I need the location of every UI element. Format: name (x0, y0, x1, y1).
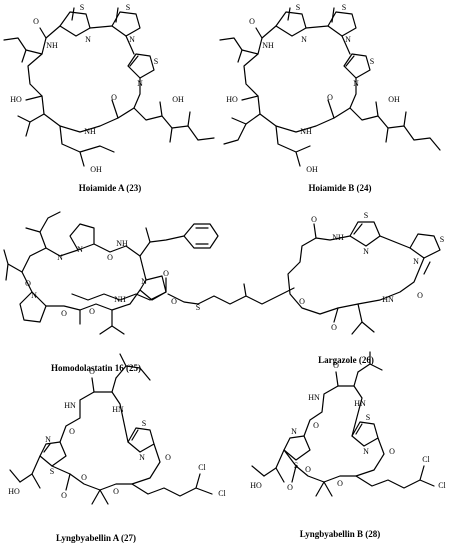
atom-o: O (113, 487, 119, 496)
structure-hoiamide-a (3, 7, 215, 167)
structure-lyngbyabellin-b (251, 351, 435, 497)
atom-n: N (129, 35, 135, 44)
structure-lyngbyabellin-a (9, 353, 213, 505)
atom-nh: NH (116, 239, 128, 248)
atom-nh: NH (84, 127, 96, 136)
atom-s: S (50, 467, 54, 476)
atom-o: O (33, 17, 39, 26)
atom-o: O (107, 253, 113, 262)
atom-nh: NH (332, 233, 344, 242)
atom-cl: Cl (198, 463, 206, 472)
atom-o: O (249, 17, 255, 26)
caption-hoiamide-b: Hoiamide B (24) (309, 183, 372, 193)
atom-n: N (137, 79, 143, 88)
atom-n: N (77, 245, 83, 254)
atom-o: O (69, 427, 75, 436)
atom-n: N (345, 35, 351, 44)
atom-hn: HN (64, 401, 76, 410)
atom-s: S (370, 57, 374, 66)
atom-cl: Cl (438, 481, 446, 490)
caption-homodolastatin-16: Homodolastatin 16 (25) (51, 363, 141, 373)
atom-o: O (61, 309, 67, 318)
atom-o: O (417, 291, 423, 300)
atom-n: N (57, 253, 63, 262)
atom-o: O (299, 297, 305, 306)
atom-o: O (389, 447, 395, 456)
atom-n: N (85, 35, 91, 44)
atom-s: S (196, 303, 200, 312)
atom-nh: NH (46, 41, 58, 50)
structure-homodolastatin-16 (3, 211, 219, 335)
atom-o: O (81, 473, 87, 482)
atom-hn: HN (112, 405, 124, 414)
atom-n: N (139, 453, 145, 462)
atom-n: N (413, 257, 419, 266)
atom-o: O (165, 453, 171, 462)
atom-s: S (294, 461, 298, 470)
atom-n: N (291, 427, 297, 436)
atom-s: S (126, 3, 130, 12)
atom-ho: HO (10, 95, 22, 104)
atom-hn: HN (354, 399, 366, 408)
atom-oh: OH (90, 165, 102, 174)
atom-s: S (342, 3, 346, 12)
atom-s: S (366, 413, 370, 422)
atom-o: O (337, 479, 343, 488)
atom-n: N (301, 35, 307, 44)
atom-n: N (31, 291, 37, 300)
atom-oh: OH (388, 95, 400, 104)
atom-n: N (363, 247, 369, 256)
atom-s: S (440, 235, 444, 244)
caption-hoiamide-a: Hoiamide A (23) (79, 183, 142, 193)
structure-hoiamide-b (219, 7, 441, 167)
atom-nh: NH (262, 41, 274, 50)
atom-n: N (353, 79, 359, 88)
atom-ho: HO (250, 481, 262, 490)
atom-o: O (163, 269, 169, 278)
atom-cl: Cl (422, 455, 430, 464)
atom-o: O (89, 307, 95, 316)
atom-n: N (363, 447, 369, 456)
atom-o: O (311, 215, 317, 224)
atom-o: O (287, 483, 293, 492)
atom-s: S (364, 211, 368, 220)
atom-cl: Cl (218, 489, 226, 498)
atom-ho: HO (8, 487, 20, 496)
atom-s: S (296, 3, 300, 12)
atom-nh: NH (300, 127, 312, 136)
atom-n: N (45, 435, 51, 444)
structure-largazole (71, 221, 441, 335)
atom-s: S (142, 419, 146, 428)
atom-hn: HN (382, 295, 394, 304)
atom-o: O (171, 297, 177, 306)
caption-largazole: Largazole (26) (318, 355, 374, 365)
atom-o: O (25, 279, 31, 288)
atom-n: N (141, 277, 147, 286)
atom-o: O (333, 361, 339, 370)
atom-ho: HO (226, 95, 238, 104)
atom-hn: HN (308, 393, 320, 402)
atom-o: O (111, 93, 117, 102)
atom-s: S (154, 57, 158, 66)
atom-o: O (89, 367, 95, 376)
caption-lyngbyabellin-a: Lyngbyabellin A (27) (56, 533, 136, 543)
atom-oh: OH (306, 165, 318, 174)
atom-o: O (327, 93, 333, 102)
atom-o: O (313, 421, 319, 430)
atom-o: O (61, 491, 67, 500)
caption-lyngbyabellin-b: Lyngbyabellin B (28) (300, 529, 381, 539)
atom-oh: OH (172, 95, 184, 104)
atom-o: O (331, 323, 337, 332)
atom-s: S (80, 3, 84, 12)
atom-o: O (305, 465, 311, 474)
